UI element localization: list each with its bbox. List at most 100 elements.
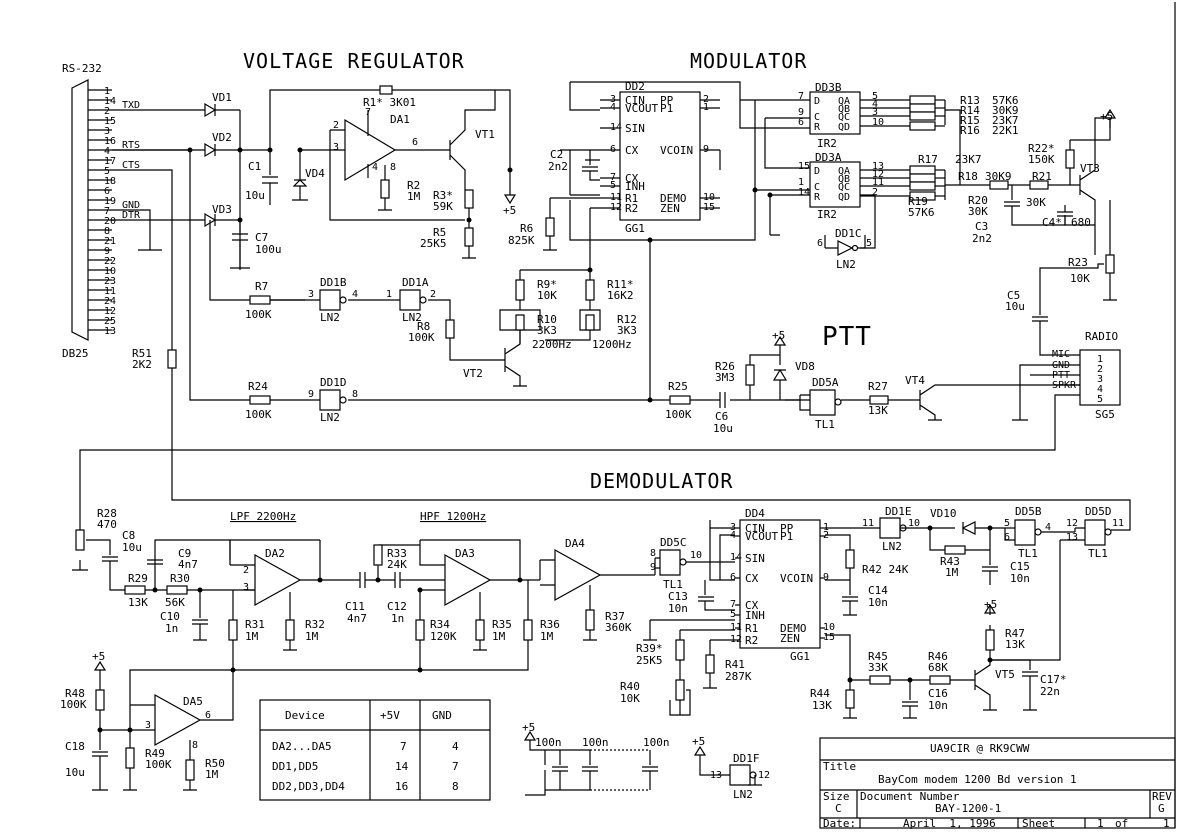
r6-value: 825K bbox=[508, 234, 535, 247]
c12-value: 1n bbox=[391, 612, 404, 625]
c2-label: C2 bbox=[550, 148, 563, 161]
dd5b-pin6: 6 bbox=[1004, 532, 1010, 543]
size-value: C bbox=[835, 802, 842, 815]
r24-label: R24 bbox=[248, 380, 268, 393]
da1-pin3: 3 bbox=[333, 142, 339, 153]
sheet-label: Sheet bbox=[1022, 817, 1055, 830]
dd5c-pin10: 10 bbox=[690, 550, 702, 561]
dd3a-in-1: C bbox=[814, 182, 820, 193]
dd3b-q-3: QD bbox=[838, 122, 850, 133]
da1-pin2: 2 bbox=[333, 120, 339, 131]
dd3b-qpin-1: 4 bbox=[872, 99, 878, 110]
sheet-value: 1 bbox=[1097, 817, 1104, 830]
da5-pin6: 6 bbox=[205, 710, 211, 721]
r40-value: 10K bbox=[620, 692, 640, 705]
r18-label: R18 bbox=[958, 170, 978, 183]
db25-pin-8: 8 bbox=[104, 226, 110, 237]
ladder-resistor bbox=[909, 173, 936, 183]
r46-label: R46 bbox=[928, 650, 948, 663]
size-label: Size bbox=[823, 790, 850, 803]
da1-pin8: 8 bbox=[390, 162, 396, 173]
vd8-label: VD8 bbox=[795, 360, 815, 373]
r23-label: R23 bbox=[1068, 256, 1088, 269]
dd1b-label: DD1B bbox=[320, 276, 347, 289]
dd4-pin-num-5: 5 bbox=[730, 609, 736, 620]
r48-value: 100K bbox=[60, 698, 87, 711]
r25-value: 100K bbox=[665, 408, 692, 421]
ladder-resistor bbox=[909, 181, 936, 191]
r39-label: R39* bbox=[636, 642, 663, 655]
vd1-label: VD1 bbox=[212, 91, 232, 104]
dd2-pin-name-7: R2 bbox=[625, 202, 638, 215]
r25-label: R25 bbox=[668, 380, 688, 393]
db25-pin-7: 7 bbox=[104, 206, 110, 217]
c13-label: C13 bbox=[668, 590, 688, 603]
dd1f-vcc: +5 bbox=[692, 735, 705, 748]
r50-value: 1M bbox=[205, 768, 219, 781]
dd2-pin-rname-3: DEMO bbox=[660, 192, 687, 205]
dd5b-pin4: 4 bbox=[1045, 522, 1051, 533]
sg5-label: SG5 bbox=[1095, 408, 1115, 421]
r37-value: 360K bbox=[605, 621, 632, 634]
da3-label: DA3 bbox=[455, 547, 475, 560]
dd1a-label: DD1A bbox=[402, 276, 429, 289]
vt5-vcc: +5 bbox=[984, 598, 997, 611]
r30-label: R30 bbox=[170, 572, 190, 585]
r32-value: 1M bbox=[305, 630, 319, 643]
power-table-row2-gnd: 7 bbox=[452, 760, 459, 773]
db25-pin-23: 23 bbox=[104, 276, 116, 287]
dd4-pin-name-1: VCOUT bbox=[745, 530, 778, 543]
r11-value: 16K2 bbox=[607, 289, 634, 302]
vd2-label: VD2 bbox=[212, 131, 232, 144]
power-table-header-vcc: +5V bbox=[380, 709, 400, 722]
ladder-value-1: 30K9 bbox=[992, 104, 1019, 117]
dd2-pin-name-1: VCOUT bbox=[625, 102, 658, 115]
dd1d-pin9: 9 bbox=[308, 389, 314, 400]
ladder-resistor bbox=[909, 121, 936, 131]
c18-value: 10u bbox=[65, 766, 85, 779]
of-label: of bbox=[1115, 817, 1128, 830]
r20-label: R20 bbox=[968, 194, 988, 207]
r5-label: R5 bbox=[433, 226, 446, 239]
modulator-control: R7 100K DD1B LN2 3 4 DD1A LN2 1 2 R8 100… bbox=[112, 147, 1131, 531]
db25-pin-24: 24 bbox=[104, 296, 116, 307]
db25-pin-5: 5 bbox=[104, 166, 110, 177]
dd3a-q-0: QA bbox=[838, 166, 850, 177]
da4-label: DA4 bbox=[565, 537, 585, 550]
label-hpf: HPF 1200Hz bbox=[420, 510, 486, 523]
r20-value: 30K bbox=[968, 205, 988, 218]
c4-value: 680 bbox=[1071, 216, 1091, 229]
r7-label: R7 bbox=[255, 280, 268, 293]
signal-txd: TXD bbox=[122, 100, 140, 111]
r9-value: 10K bbox=[537, 289, 557, 302]
r17-value: 23K7 bbox=[955, 153, 982, 166]
dd3b-q-0: QA bbox=[838, 96, 850, 107]
dd2-pin-name-0: CIN bbox=[625, 94, 645, 107]
r33-value: 24K bbox=[387, 558, 407, 571]
radio-pin-4: 4 bbox=[1097, 384, 1103, 395]
dd1e-ln2: LN2 bbox=[882, 540, 902, 553]
ladder-label-2: R15 bbox=[960, 114, 980, 127]
db25-pin-20: 20 bbox=[104, 216, 116, 227]
r23-value: 10K bbox=[1070, 272, 1090, 285]
dd4-pin-rnum-2: 9 bbox=[823, 572, 829, 583]
dd1f-ln2: LN2 bbox=[733, 788, 753, 801]
dd5d-pin12: 12 bbox=[1066, 518, 1078, 529]
section-demodulator: DEMODULATOR bbox=[590, 469, 733, 493]
ladder-label-1: R14 bbox=[960, 104, 980, 117]
power-table-row1-gnd: 4 bbox=[452, 740, 459, 753]
dd2-label: DD2 bbox=[625, 80, 645, 93]
dd4-pin-rname-2: VCOIN bbox=[780, 572, 813, 585]
dd5d-pin13: 13 bbox=[1066, 532, 1078, 543]
section-ptt: PTT bbox=[822, 322, 872, 352]
dd5c-pin9: 9 bbox=[650, 562, 656, 573]
r34-value: 120K bbox=[430, 630, 457, 643]
r36-value: 1M bbox=[540, 630, 554, 643]
dd5b-pin5: 5 bbox=[1004, 518, 1010, 529]
r26-value: 3M3 bbox=[715, 371, 735, 384]
dd2-pin-rname-2: VCOIN bbox=[660, 144, 693, 157]
db25-name: DB25 bbox=[62, 347, 89, 360]
dd3b-label: DD3B bbox=[815, 81, 842, 94]
